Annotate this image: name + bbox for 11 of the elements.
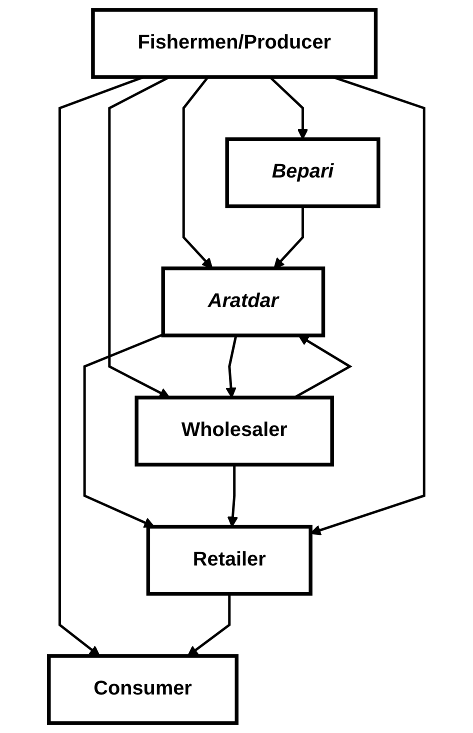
node-box: Fishermen/Producer (91, 8, 378, 79)
arrow (187, 594, 231, 656)
arrow (227, 464, 238, 528)
arrow (274, 206, 304, 269)
node-box: Wholesaler (134, 396, 334, 466)
node-box: Retailer (146, 524, 312, 596)
arrow (83, 333, 164, 528)
node-box: Aratdar (161, 266, 326, 338)
arrow (226, 335, 238, 398)
node-box: Bepari (225, 137, 380, 208)
node-box: Consumer (47, 654, 238, 725)
